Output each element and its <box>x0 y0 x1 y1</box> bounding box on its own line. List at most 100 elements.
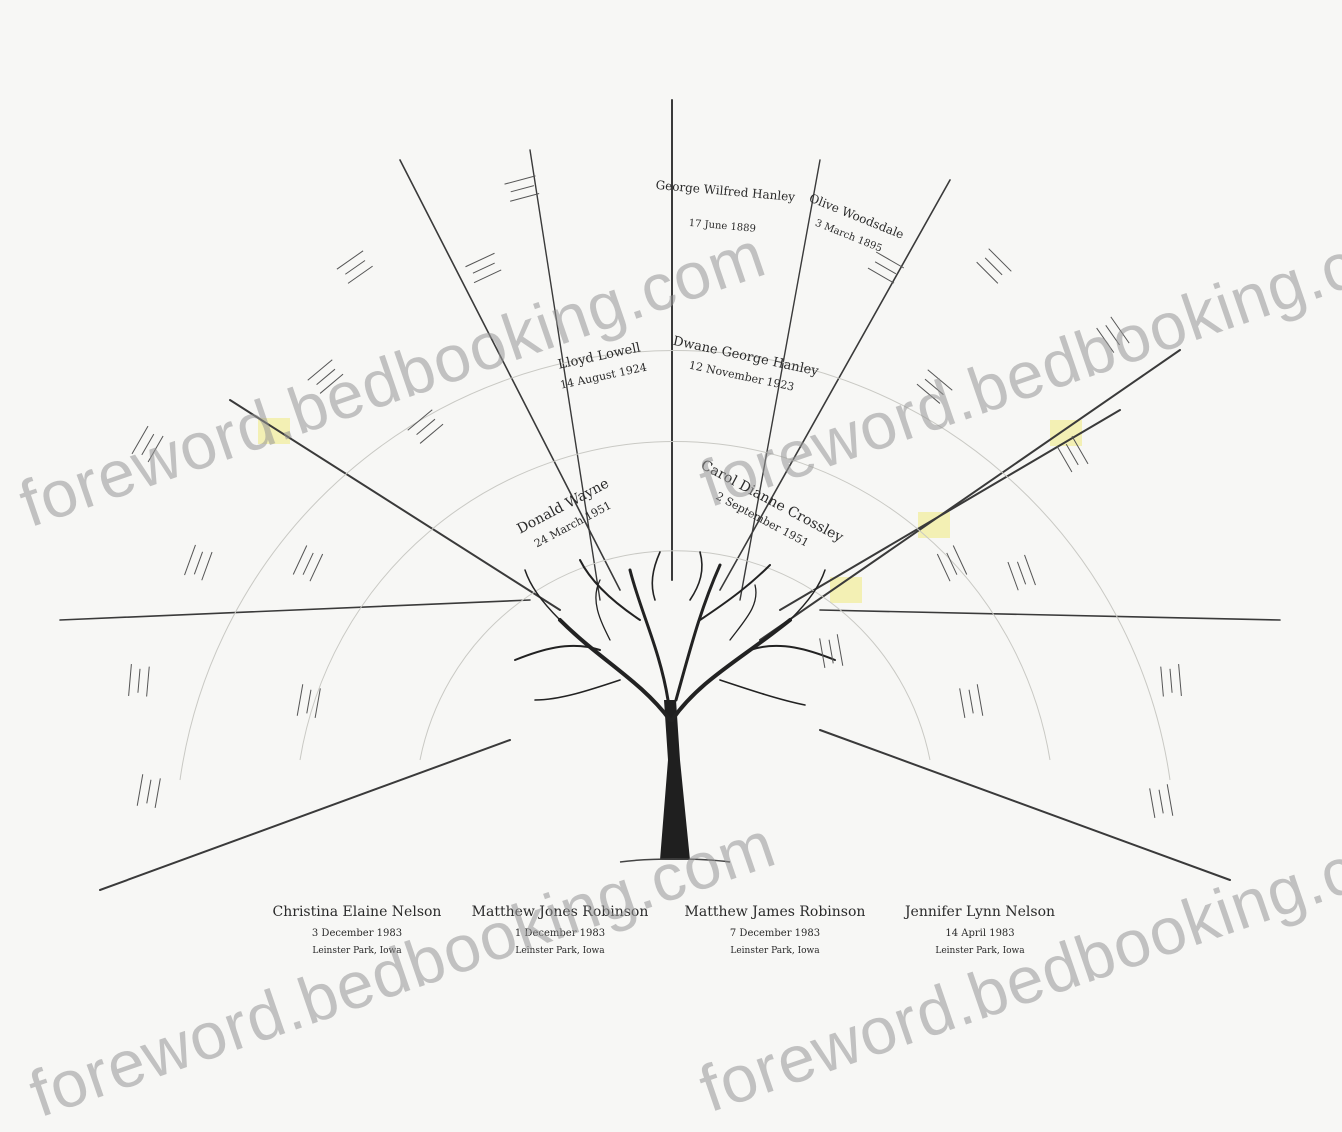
illegible-text-line <box>1149 788 1156 818</box>
illegible-label-stroke <box>1056 435 1089 473</box>
illegible-text-line <box>416 418 436 435</box>
generation-4-labels: George Wilfred Hanley 17 June 1889 Olive… <box>655 178 906 255</box>
illegible-label-stroke <box>336 250 373 284</box>
illegible-text-line <box>146 666 150 697</box>
illegible-text-line <box>968 689 974 714</box>
illegible-text-line <box>292 545 308 575</box>
gen3-person-2: Dwane George Hanley 12 November 1923 <box>672 334 821 394</box>
branch-upper-left-3 <box>529 149 601 601</box>
illegible-label-stroke <box>936 545 968 582</box>
illegible-text-line <box>407 409 433 431</box>
illegible-label-stroke <box>916 369 953 404</box>
gen1-note-4: Leinster Park, Iowa <box>935 946 1025 956</box>
illegible-text-line <box>875 251 905 269</box>
illegible-label-stroke <box>136 774 161 808</box>
illegible-text-line <box>1105 325 1120 346</box>
illegible-label-stroke <box>184 544 213 581</box>
illegible-text-line <box>984 257 1003 276</box>
illegible-text-line <box>154 778 161 808</box>
family-tree-diagram: Christina Elaine Nelson 3 December 1983 … <box>59 99 1281 956</box>
gen1-note-1: Leinster Park, Iowa <box>312 946 402 956</box>
illegible-text-line <box>472 262 495 274</box>
gen1-detail-1: 3 December 1983 <box>312 928 402 939</box>
illegible-label-stroke <box>296 684 321 718</box>
illegible-label-stroke <box>1160 664 1182 697</box>
illegible-text-line <box>147 435 164 463</box>
illegible-text-line <box>1071 435 1089 465</box>
branch-lower-right <box>819 729 1231 881</box>
central-tree-illustration <box>514 551 836 863</box>
tree-trunk <box>660 700 690 860</box>
illegible-text-line <box>307 359 333 381</box>
illegible-label-stroke <box>1096 316 1130 353</box>
gen4-person-1: George Wilfred Hanley 17 June 1889 <box>655 178 796 235</box>
radial-branches <box>59 99 1281 891</box>
generation-2-labels: Donald Wayne 24 March 1951 Carol Dianne … <box>514 457 846 550</box>
illegible-text-line <box>316 368 336 385</box>
gen2-person-2: Carol Dianne Crossley 2 September 1951 <box>698 457 846 549</box>
illegible-text-line <box>465 252 495 268</box>
illegible-text-line <box>874 261 897 275</box>
illegible-text-line <box>936 553 951 582</box>
illegible-text-line <box>952 545 968 575</box>
gen3-person-1: Lloyd Lowell 14 August 1924 <box>557 341 648 392</box>
illegible-text-line <box>419 423 444 444</box>
gen1-detail-2: 1 December 1983 <box>515 928 605 939</box>
gen1-name-2: Matthew Jones Robinson <box>472 904 649 920</box>
illegible-label-stroke <box>1007 554 1036 591</box>
illegible-text-line <box>1065 443 1079 466</box>
illegible-text-line <box>828 639 834 664</box>
family-tree-chart: Christina Elaine Nelson 3 December 1983 … <box>10 99 1342 1131</box>
generation-3-labels: Lloyd Lowell 14 August 1924 Dwane George… <box>557 334 821 394</box>
branch-right-horizontal <box>819 609 1281 621</box>
illegible-outer-labels <box>128 175 1182 818</box>
illegible-label-stroke <box>128 664 150 697</box>
gen1-note-3: Leinster Park, Iowa <box>730 946 820 956</box>
illegible-text-line <box>136 774 144 806</box>
illegible-text-line <box>1166 784 1174 816</box>
branch-upper-right-3 <box>739 159 821 601</box>
branch-upper-right-2 <box>719 179 951 591</box>
illegible-text-line <box>946 552 958 575</box>
tree-ground <box>619 858 731 863</box>
tree-crown <box>514 551 836 722</box>
illegible-text-line <box>336 250 364 270</box>
gen4-person-2: Olive Woodsdale 3 March 1895 <box>807 191 906 255</box>
branch-upper-left-2 <box>399 159 621 591</box>
illegible-text-line <box>924 378 944 395</box>
arc-generation-4 <box>179 350 1171 781</box>
illegible-text-line <box>927 369 953 391</box>
illegible-text-line <box>1169 668 1173 693</box>
gen1-name-4: Jennifer Lynn Nelson <box>903 904 1055 920</box>
arc-generation-3 <box>299 440 1051 761</box>
illegible-label-stroke <box>131 425 164 463</box>
arc-generation-2 <box>419 550 931 761</box>
branch-upper-left <box>229 399 561 611</box>
illegible-text-line <box>916 383 941 404</box>
illegible-label-stroke <box>1149 784 1174 818</box>
illegible-text-line <box>146 779 152 804</box>
illegible-text-line <box>1016 561 1027 585</box>
illegible-text-line <box>347 265 373 284</box>
generation-arcs <box>179 350 1171 781</box>
illegible-label-stroke <box>819 634 844 668</box>
illegible-text-line <box>137 668 141 693</box>
illegible-text-line <box>1178 664 1182 696</box>
generation-1-labels: Christina Elaine Nelson 3 December 1983 … <box>273 904 1056 956</box>
illegible-label-stroke <box>465 252 502 284</box>
gen4-detail-1: 17 June 1889 <box>688 218 756 235</box>
illegible-text-line <box>309 553 324 582</box>
illegible-label-stroke <box>407 409 444 444</box>
illegible-text-line <box>201 551 213 581</box>
illegible-text-line <box>302 552 314 575</box>
branch-diagonal-right <box>759 349 1181 641</box>
illegible-text-line <box>1110 316 1130 344</box>
illegible-text-line <box>141 433 155 456</box>
illegible-text-line <box>319 373 344 394</box>
illegible-text-line <box>836 634 844 666</box>
gen1-detail-4: 14 April 1983 <box>945 928 1014 939</box>
gen4-name-1: George Wilfred Hanley <box>655 178 796 204</box>
branch-lower-left <box>99 739 511 891</box>
illegible-label-stroke <box>867 251 905 284</box>
illegible-text-line <box>1007 561 1019 591</box>
